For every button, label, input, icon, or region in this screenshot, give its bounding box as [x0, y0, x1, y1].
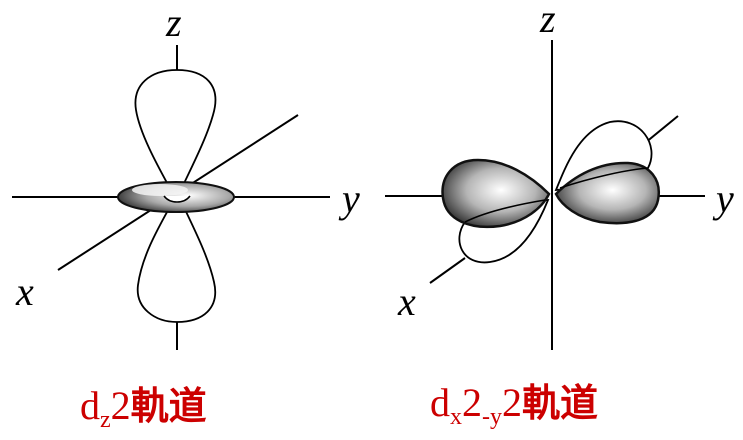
dx2y2-x-axis-lower [430, 258, 465, 283]
dx2y2-caption-sub2: -y [482, 404, 502, 430]
dx2y2-caption: dx2-y2軌道 [430, 383, 598, 429]
dx2y2-caption-suffix: 2 [502, 380, 522, 425]
dz2-z-label: z [165, 0, 182, 45]
dx2y2-caption-kanji: 軌道 [522, 381, 598, 425]
dz2-x-label: x [15, 269, 34, 314]
dz2-caption-sub: z [100, 407, 111, 433]
dx2y2-caption-mid: 2 [462, 380, 482, 425]
dx2y2-caption-prefix: d [430, 380, 450, 425]
dx2y2-z-label: z [539, 0, 556, 41]
dz2-caption-prefix: d [80, 383, 100, 428]
dx2y2-caption-sub1: x [450, 404, 462, 430]
dx2y2-x-label: x [397, 279, 416, 324]
dz2-lower-lobe [138, 203, 216, 322]
dz2-y-label: y [338, 176, 360, 221]
dz2-caption-kanji: 軌道 [131, 384, 207, 428]
dx2y2-orbital-diagram: z y x [385, 0, 734, 350]
dz2-orbital-diagram: z y x [12, 0, 360, 350]
dx2y2-y-label: y [712, 176, 734, 221]
dz2-caption-suffix: 2 [111, 383, 131, 428]
dx2y2-x-axis-upper [645, 116, 678, 143]
dz2-upper-lobe [135, 70, 215, 192]
dz2-caption: dz2軌道 [80, 386, 207, 432]
dz2-torus-highlight [132, 184, 188, 196]
